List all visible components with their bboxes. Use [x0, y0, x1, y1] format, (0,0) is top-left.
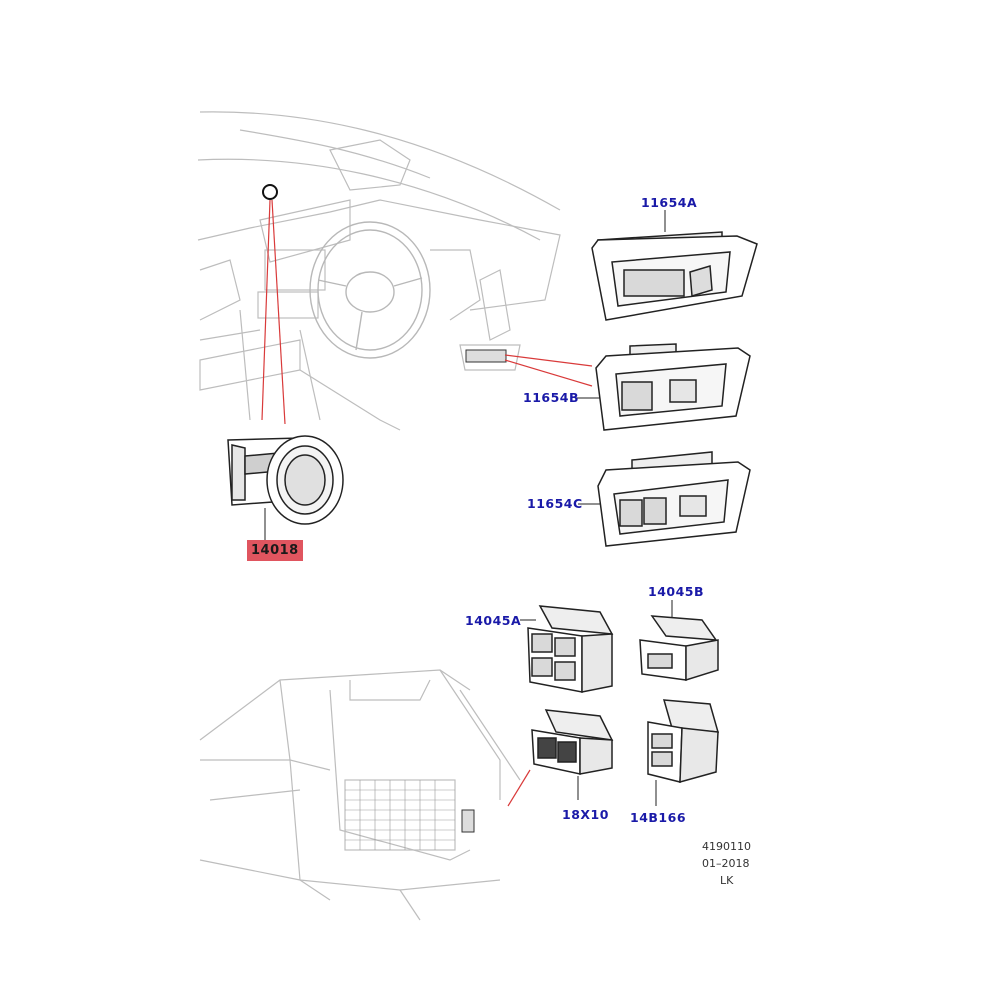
drawing-code: LK — [720, 874, 734, 887]
red-leader-cargo — [507, 769, 531, 807]
switch-11654A — [591, 210, 758, 321]
switch-14045A — [520, 605, 614, 693]
steering-wheel — [309, 221, 431, 359]
callout-11654B: 11654B — [523, 390, 580, 405]
power-socket-14018 — [227, 435, 344, 540]
dash-switch-location — [465, 349, 593, 387]
callout-11654A: 11654A — [641, 195, 698, 210]
switch-11654B — [576, 343, 751, 431]
callout-14045B: 14045B — [648, 584, 705, 599]
drawing-number: 4190110 — [702, 840, 751, 853]
callout-18X10: 18X10 — [562, 807, 609, 822]
callout-14B166: 14B166 — [630, 810, 687, 825]
switch-14B166 — [647, 699, 720, 806]
callout-14018: 14018 — [247, 540, 303, 561]
cargo-switch-location — [461, 809, 475, 833]
callout-14045A: 14045A — [465, 613, 522, 628]
switch-14045B — [639, 600, 719, 682]
drawing-date: 01–2018 — [702, 857, 750, 870]
socket-location-marker — [262, 184, 278, 200]
red-leader-lines-14018 — [261, 199, 286, 425]
dashboard-view — [197, 111, 561, 431]
callout-11654C: 11654C — [527, 496, 583, 511]
cargo-net — [345, 780, 455, 850]
switch-11654C — [578, 451, 751, 547]
cargo-area-view — [199, 669, 521, 921]
switch-18X10 — [531, 709, 614, 800]
